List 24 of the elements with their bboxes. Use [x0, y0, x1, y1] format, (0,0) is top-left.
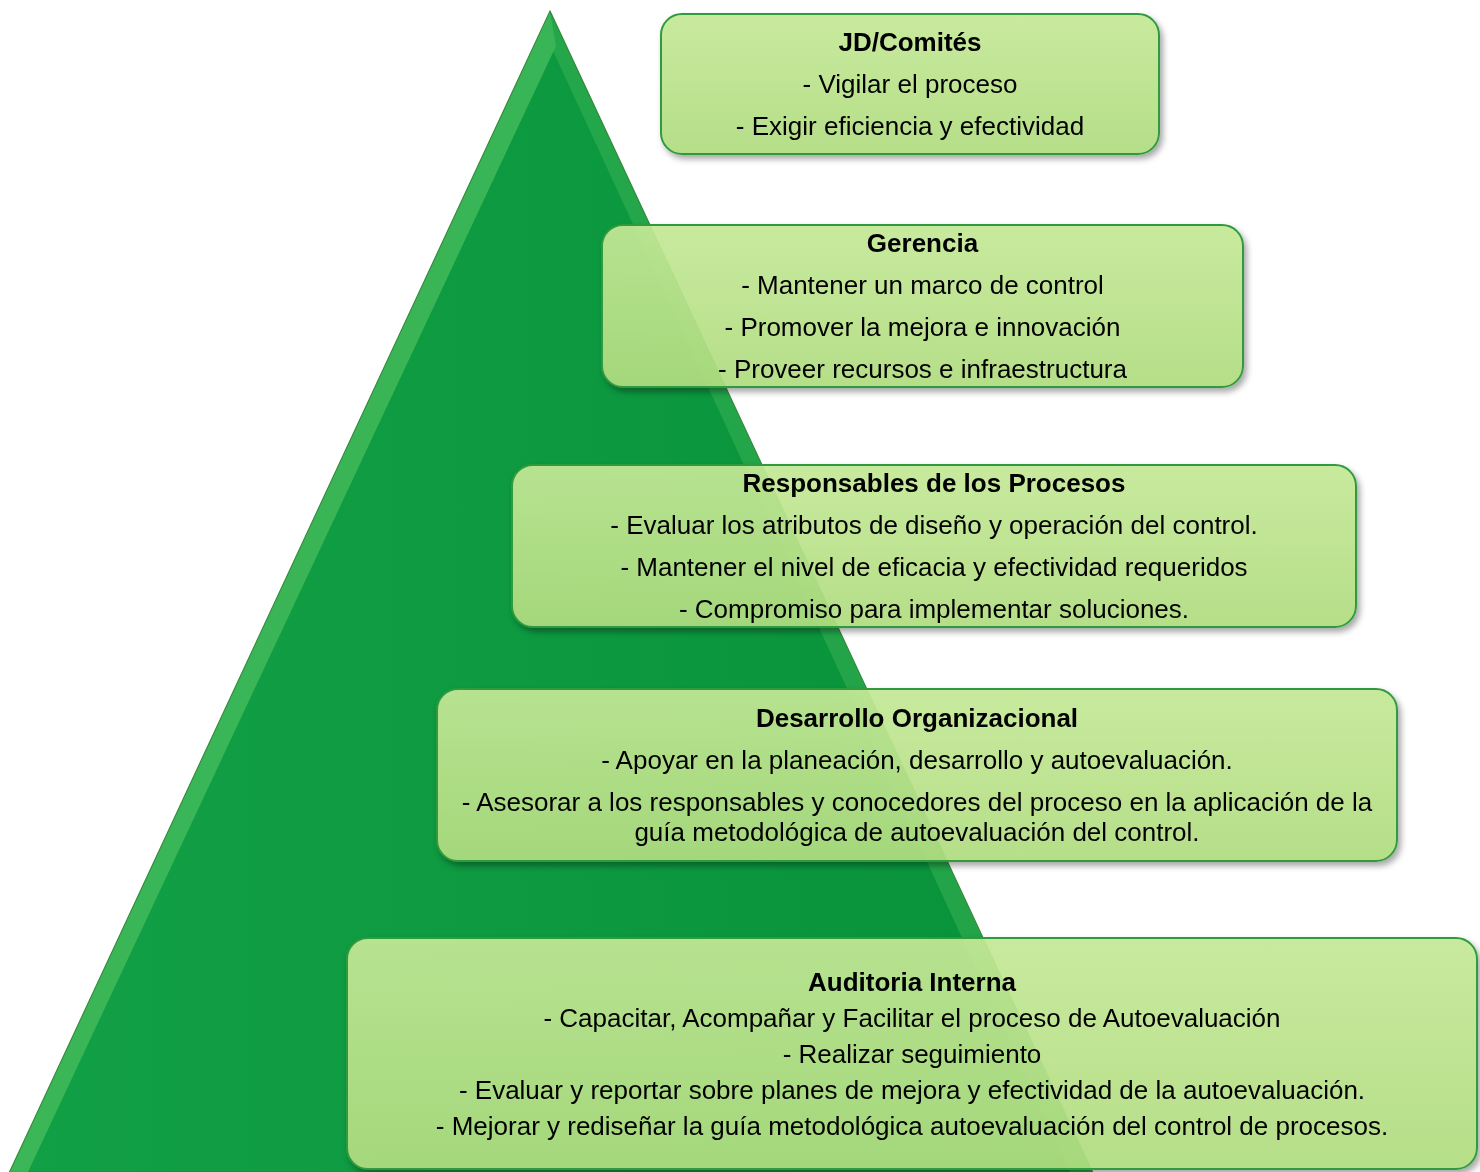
responsibility-text: - Realizar seguimiento: [782, 1038, 1042, 1069]
role-box: [346, 937, 1478, 1170]
responsibility-text: - Mejorar y rediseñar la guía metodológica autoevaluación del control de procesos.: [435, 1110, 1389, 1141]
responsibility-text: - Apoyar en la planeación, desarrollo y autoevaluación.: [601, 745, 1233, 775]
role-title: Responsables de los Procesos: [742, 468, 1126, 498]
responsibility-text: - Promover la mejora e innovación: [724, 312, 1121, 342]
responsibility-text: - Capacitar, Acompañar y Facilitar el proceso de Autoevaluación: [543, 1002, 1281, 1033]
role-title: Gerencia: [866, 228, 979, 258]
role-title: Auditoria Interna: [808, 966, 1016, 997]
role-title: JD/Comités: [838, 27, 982, 57]
responsibility-text: - Asesorar a los responsables y conocedores del proceso en la aplicación de la guía metodológica de autoevaluación del control.: [460, 787, 1374, 847]
responsibility-text: - Compromiso para implementar soluciones.: [678, 594, 1190, 624]
responsibility-text: - Mantener el nivel de eficacia y efectividad requeridos: [620, 552, 1248, 582]
role-title: Desarrollo Organizacional: [755, 703, 1079, 733]
responsibility-text: - Exigir eficiencia y efectividad: [735, 111, 1085, 141]
role-box: [511, 464, 1357, 628]
role-box: [436, 688, 1398, 862]
responsibility-text: - Evaluar los atributos de diseño y operación del control.: [610, 510, 1258, 540]
responsibility-text: - Vigilar el proceso: [802, 69, 1018, 99]
responsibility-text: - Evaluar y reportar sobre planes de mejora y efectividad de la autoevaluación.: [458, 1074, 1366, 1105]
responsibility-text: - Mantener un marco de control: [741, 270, 1104, 300]
role-box: [660, 13, 1160, 155]
role-box: [601, 224, 1244, 388]
responsibility-text: - Proveer recursos e infraestructura: [718, 354, 1127, 384]
